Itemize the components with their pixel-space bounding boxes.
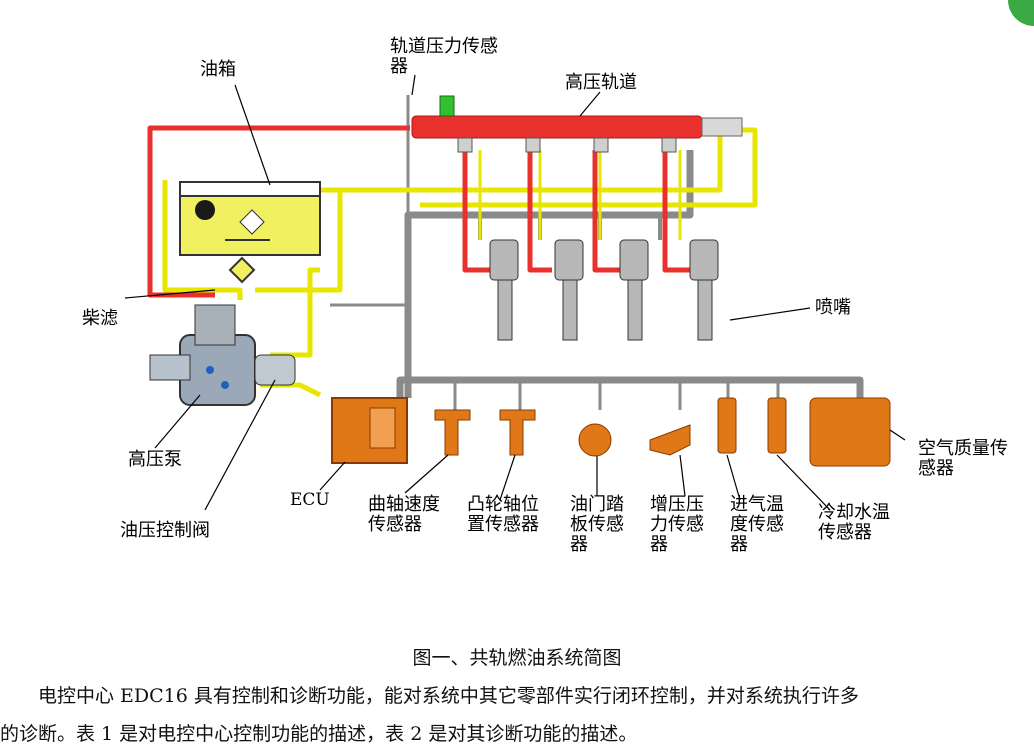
high-pressure-lines: [147, 125, 690, 298]
rail-outlets: [457, 137, 677, 153]
label-oil-pressure-control-valve: 油压控制阀: [120, 520, 210, 541]
label-ecu: ECU: [290, 490, 330, 510]
label-fuel-tank: 油箱: [200, 59, 236, 80]
injectors: [489, 239, 719, 341]
label-throttle-sensor: 油门踏: [570, 494, 624, 515]
label-cam-position-sensor-2: 置传感器: [467, 514, 539, 535]
label-intake-temp-sensor-2: 度传感: [730, 514, 784, 535]
label-air-mass-sensor: 空气质量传: [918, 438, 1008, 459]
leader-lines: [124, 74, 906, 511]
label-diesel-filter: 柴滤: [82, 308, 118, 329]
common-rail-diagram: 油箱 轨道压力传感 器 高压轨道 柴滤 喷嘴 高压泵 ECU 油压控制阀 曲轴速…: [82, 0, 1034, 555]
high-pressure-pump: [149, 304, 296, 406]
rail-body: [411, 115, 703, 139]
figure-caption: 图一、共轨燃油系统简图: [412, 647, 622, 669]
label-crank-speed-sensor-2: 传感器: [368, 514, 422, 535]
label-cam-position-sensor: 凸轮轴位: [467, 494, 539, 515]
label-high-pressure-pump: 高压泵: [128, 449, 182, 470]
ecu-unit: [331, 397, 408, 464]
paragraph-line-1: 电控中心 EDC16 具有控制和诊断功能，能对系统中其它零部件实行闭环控制，并对…: [38, 685, 859, 707]
label-high-pressure-rail: 高压轨道: [565, 72, 637, 93]
sensors: [434, 397, 891, 467]
label-throttle-sensor-2: 板传感: [570, 514, 624, 535]
label-air-mass-sensor-2: 感器: [918, 458, 954, 479]
label-coolant-temp-sensor-2: 传感器: [818, 522, 872, 543]
fuel-tank: [179, 181, 321, 256]
label-rail-pressure-sensor-2: 器: [390, 56, 408, 77]
label-boost-pressure-sensor-2: 力传感: [650, 514, 704, 535]
diesel-filter: [228, 256, 256, 284]
corner-mark: [1008, 0, 1034, 26]
label-intake-temp-sensor-3: 器: [730, 534, 748, 555]
label-injector: 喷嘴: [815, 297, 851, 318]
rail-pressure-limiter: [701, 117, 743, 137]
label-intake-temp-sensor: 进气温: [730, 494, 784, 515]
label-throttle-sensor-3: 器: [570, 534, 588, 555]
label-boost-pressure-sensor-3: 器: [650, 534, 668, 555]
label-rail-pressure-sensor: 轨道压力传感: [390, 36, 498, 57]
paragraph-line-2: 的诊断。表 1 是对电控中心控制功能的描述，表 2 是对其诊断功能的描述。: [0, 723, 638, 745]
label-boost-pressure-sensor: 增压压: [650, 494, 704, 515]
label-crank-speed-sensor: 曲轴速度: [368, 494, 440, 515]
rail-pressure-sensor-icon: [439, 95, 455, 117]
label-coolant-temp-sensor: 冷却水温: [818, 502, 890, 523]
